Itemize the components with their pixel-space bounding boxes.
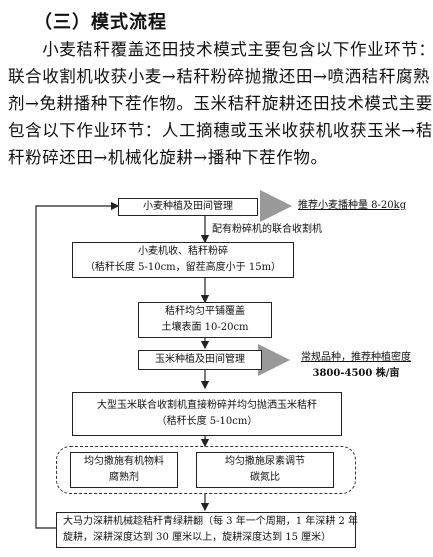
step-decomposer: 均匀撒施有机物料 腐熟剂	[70, 452, 178, 488]
step-urea: 均匀撒施尿素调节 碳氮比	[196, 452, 334, 488]
step-label: 大型玉米联合收割机直接粉碎并均匀抛洒玉米秸秆	[97, 400, 317, 411]
note-line: 3800-4500 株/亩	[312, 368, 400, 379]
step-label: 大马力深耕机械趁秸秆青绿耕翻（每 3 年一个周期，1 年深耕 2 年	[63, 516, 358, 527]
corn-density-note: 常规品种，推荐种植密度 3800-4500 株/亩	[298, 350, 414, 382]
step-label: 碳氮比	[250, 472, 280, 483]
step-wheat-harvest: 小麦机收、秸秆粉碎 （秸秆长度 5-10cm，留茬高度小于 15m）	[72, 242, 294, 278]
section-heading: （三）模式流程	[34, 12, 167, 33]
step-label: 小麦种植及田间管理	[143, 201, 233, 212]
step-straw-cover: 秸秆均匀平铺覆盖 土壤表面 10-20cm	[138, 302, 272, 338]
note-line: 常规品种，推荐种植密度	[301, 352, 411, 363]
paragraph-line: 小麦秸秆覆盖还田技术模式主要包含以下作业环节：	[8, 40, 433, 59]
step-label: 玉米种植及田间管理	[155, 354, 245, 365]
harvester-label: 配有粉碎机的联合收割机	[212, 224, 322, 235]
paragraph-line: 包含以下作业环节：人工摘穗或玉米收获机收获玉米→秸	[8, 121, 433, 140]
step-wheat-planting: 小麦种植及田间管理	[118, 198, 258, 216]
step-label: 均匀撒施有机物料	[84, 456, 164, 467]
fertilizer-group	[56, 446, 356, 494]
step-label: 小麦机收、秸秆粉碎	[138, 246, 228, 257]
step-label: 秸秆均匀平铺覆盖	[165, 306, 245, 317]
step-deep-tillage: 大马力深耕机械趁秸秆青绿耕翻（每 3 年一个周期，1 年深耕 2 年 旋耕，深耕…	[56, 512, 358, 548]
step-corn-planting: 玉米种植及田间管理	[138, 350, 262, 370]
step-detail: 土壤表面 10-20cm	[161, 322, 249, 333]
paragraph-line: 联合收割机收获小麦→秸秆粉碎抛撒还田→喷洒秸秆腐熟	[8, 67, 431, 86]
intro-paragraph: 小麦秸秆覆盖还田技术模式主要包含以下作业环节： 联合收割机收获小麦→秸秆粉碎抛撒…	[8, 36, 433, 171]
step-detail: （秸秆长度 5-10cm，留茬高度小于 15m）	[84, 262, 282, 273]
paragraph-line: 剂→免耕播种下茬作物。玉米秸秆旋耕还田技术模式主要	[8, 94, 433, 113]
paragraph-line: 秆粉碎还田→机械化旋耕→播种下茬作物。	[8, 148, 328, 167]
step-detail: 旋耕，深耕深度达到 30 厘米以上，旋耕深度达到 15 厘米）	[63, 532, 332, 543]
step-label: 均匀撒施尿素调节	[225, 456, 305, 467]
step-corn-harvest: 大型玉米联合收割机直接粉碎并均匀抛洒玉米秸秆 （秸秆长度 5-10cm）	[72, 392, 342, 436]
step-label: 腐熟剂	[109, 472, 139, 483]
step-detail: （秸秆长度 5-10cm）	[156, 416, 258, 427]
wheat-seeding-note: 推荐小麦播种量 8-20kg	[298, 200, 407, 211]
